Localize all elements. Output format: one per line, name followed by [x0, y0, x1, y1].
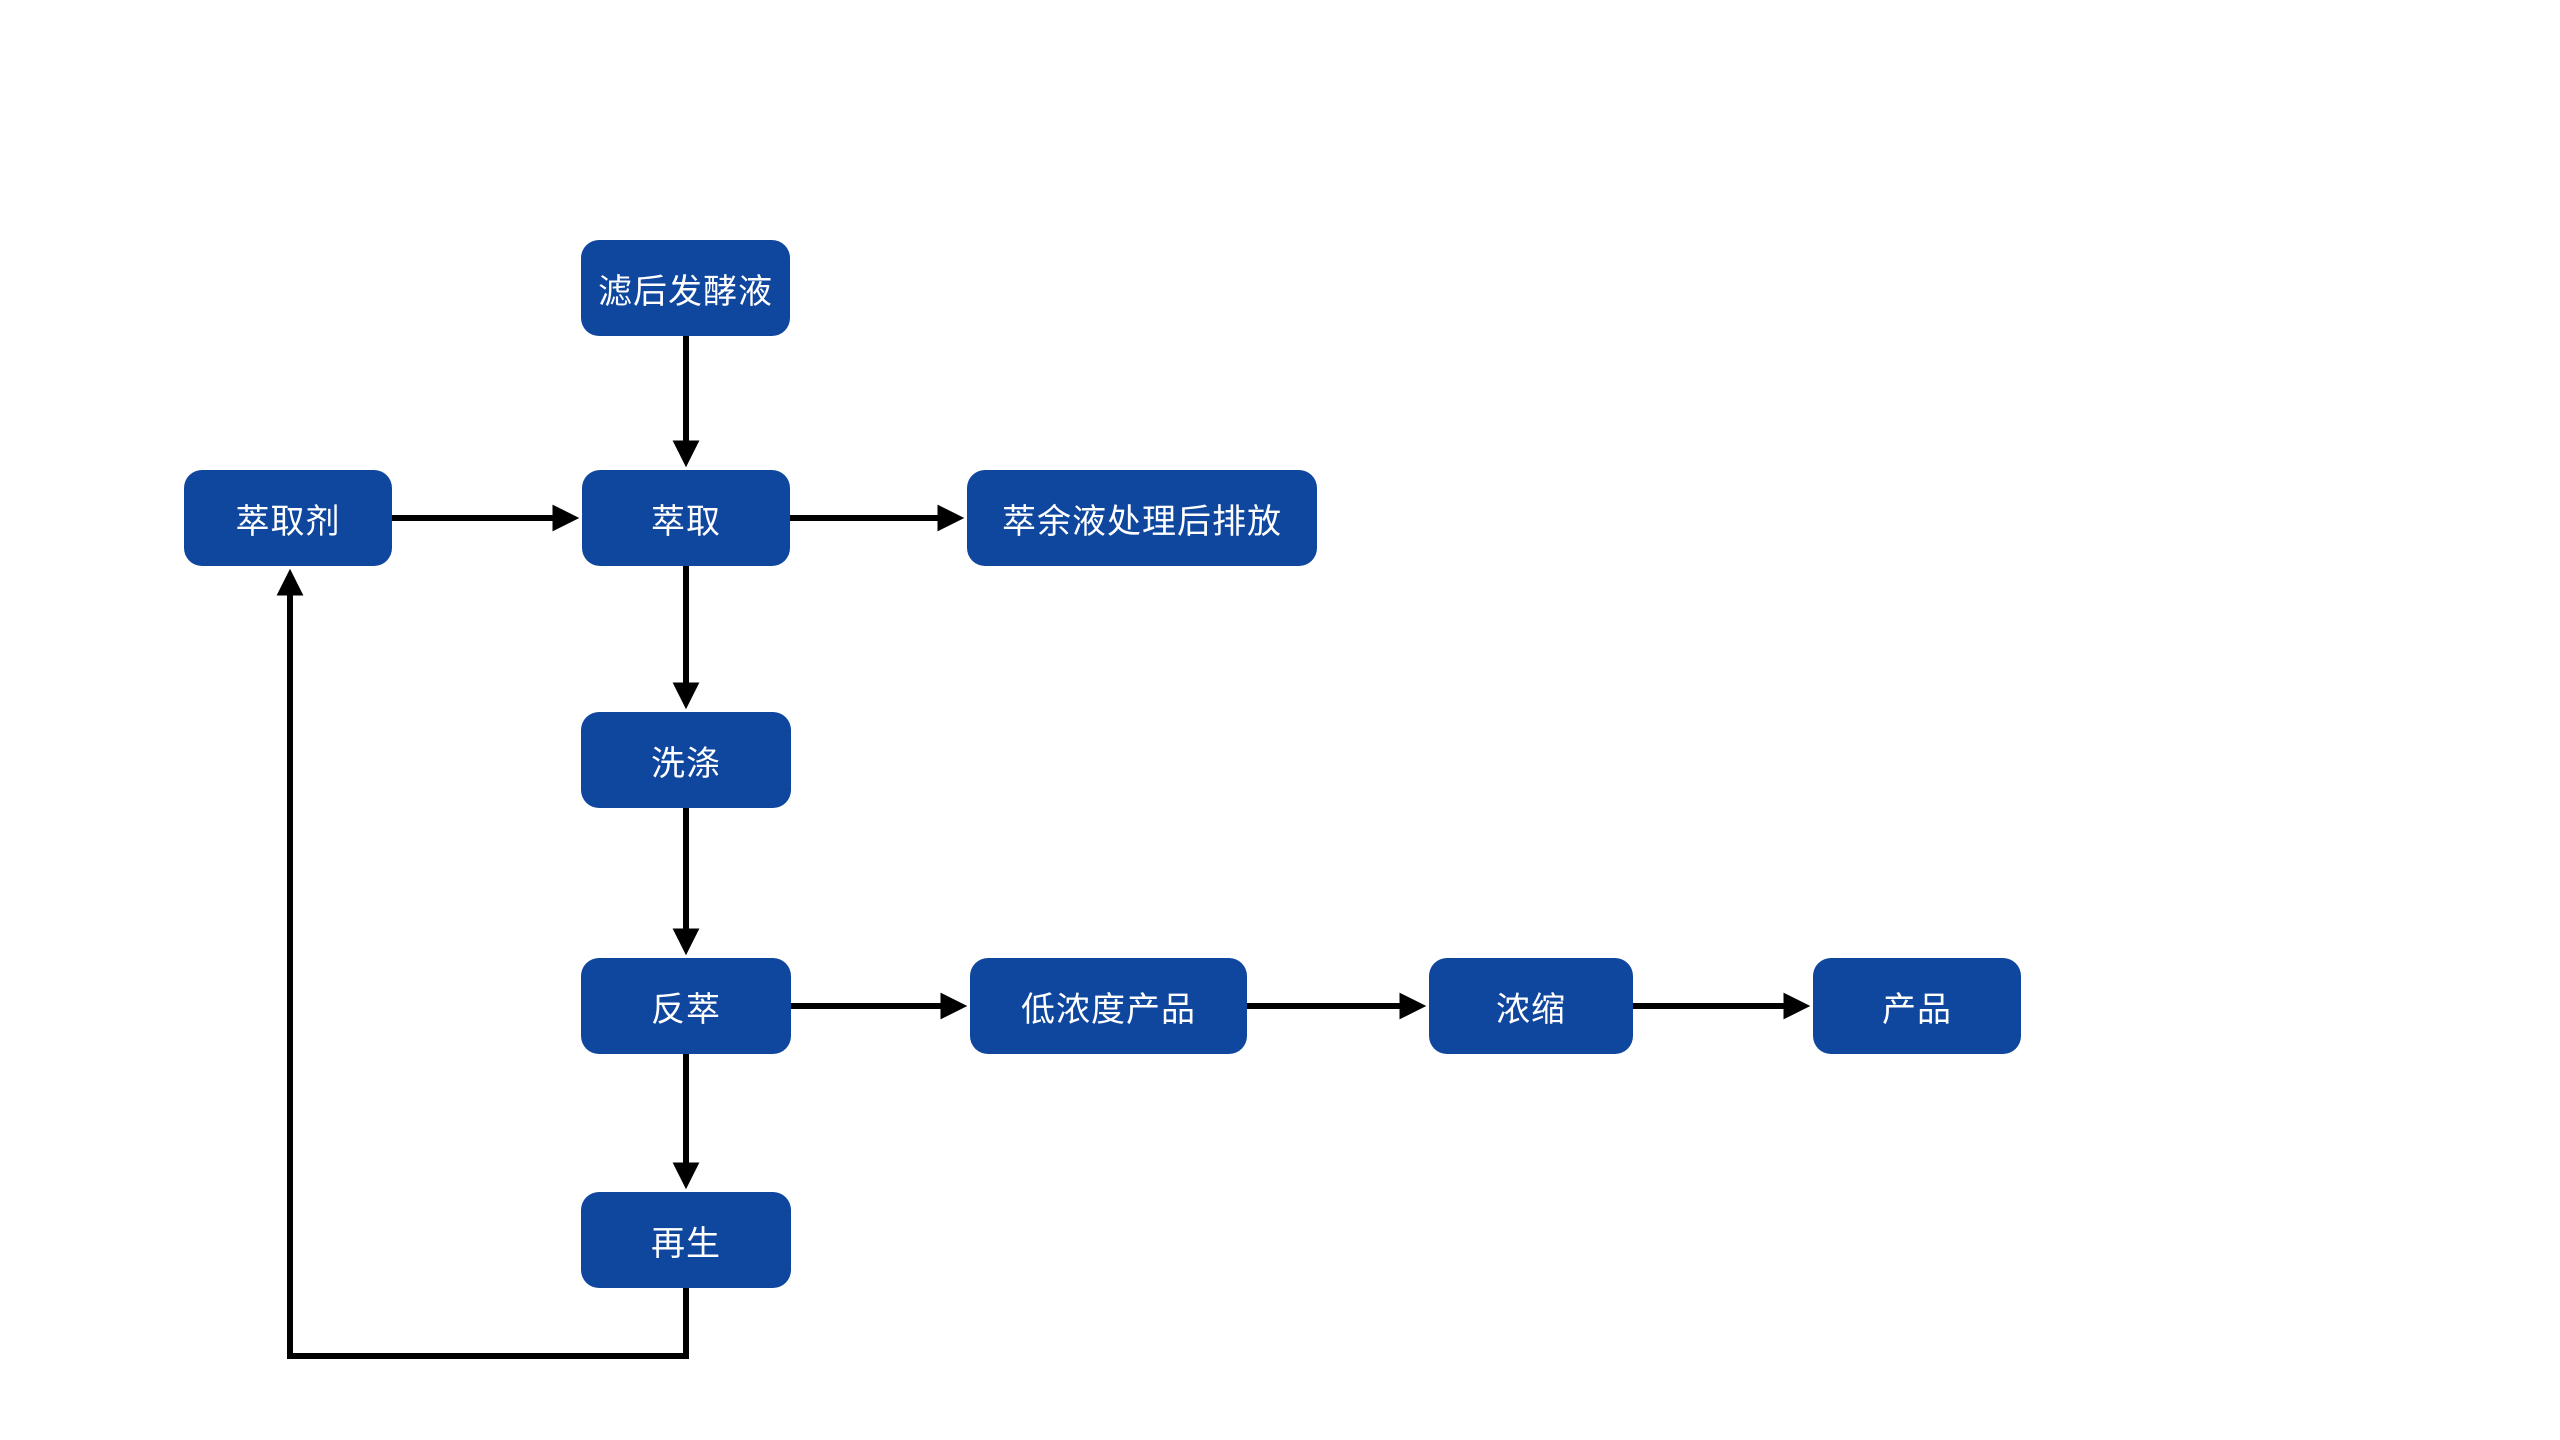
node-back-extraction: 反萃	[581, 958, 791, 1054]
node-label: 产品	[1882, 990, 1952, 1029]
node-raffinate-discharge: 萃余液处理后排放	[967, 470, 1317, 566]
node-label: 浓缩	[1496, 990, 1566, 1029]
node-regeneration: 再生	[581, 1192, 791, 1288]
node-label: 洗涤	[651, 744, 721, 783]
node-label: 低浓度产品	[1021, 990, 1196, 1029]
node-low-concentration-product: 低浓度产品	[970, 958, 1247, 1054]
node-filtered-fermentation-broth: 滤后发酵液	[581, 240, 790, 336]
node-label: 滤后发酵液	[598, 272, 773, 311]
node-concentration: 浓缩	[1429, 958, 1633, 1054]
node-label: 萃取剂	[235, 502, 341, 541]
node-extractant: 萃取剂	[184, 470, 392, 566]
node-label: 反萃	[651, 990, 721, 1029]
node-washing: 洗涤	[581, 712, 791, 808]
node-product: 产品	[1813, 958, 2021, 1054]
node-label: 萃余液处理后排放	[1002, 502, 1282, 541]
edge-regeneration-to-extractant-loop	[276, 568, 689, 1359]
node-extraction: 萃取	[582, 470, 790, 566]
node-label: 再生	[651, 1224, 721, 1263]
node-label: 萃取	[651, 502, 721, 541]
